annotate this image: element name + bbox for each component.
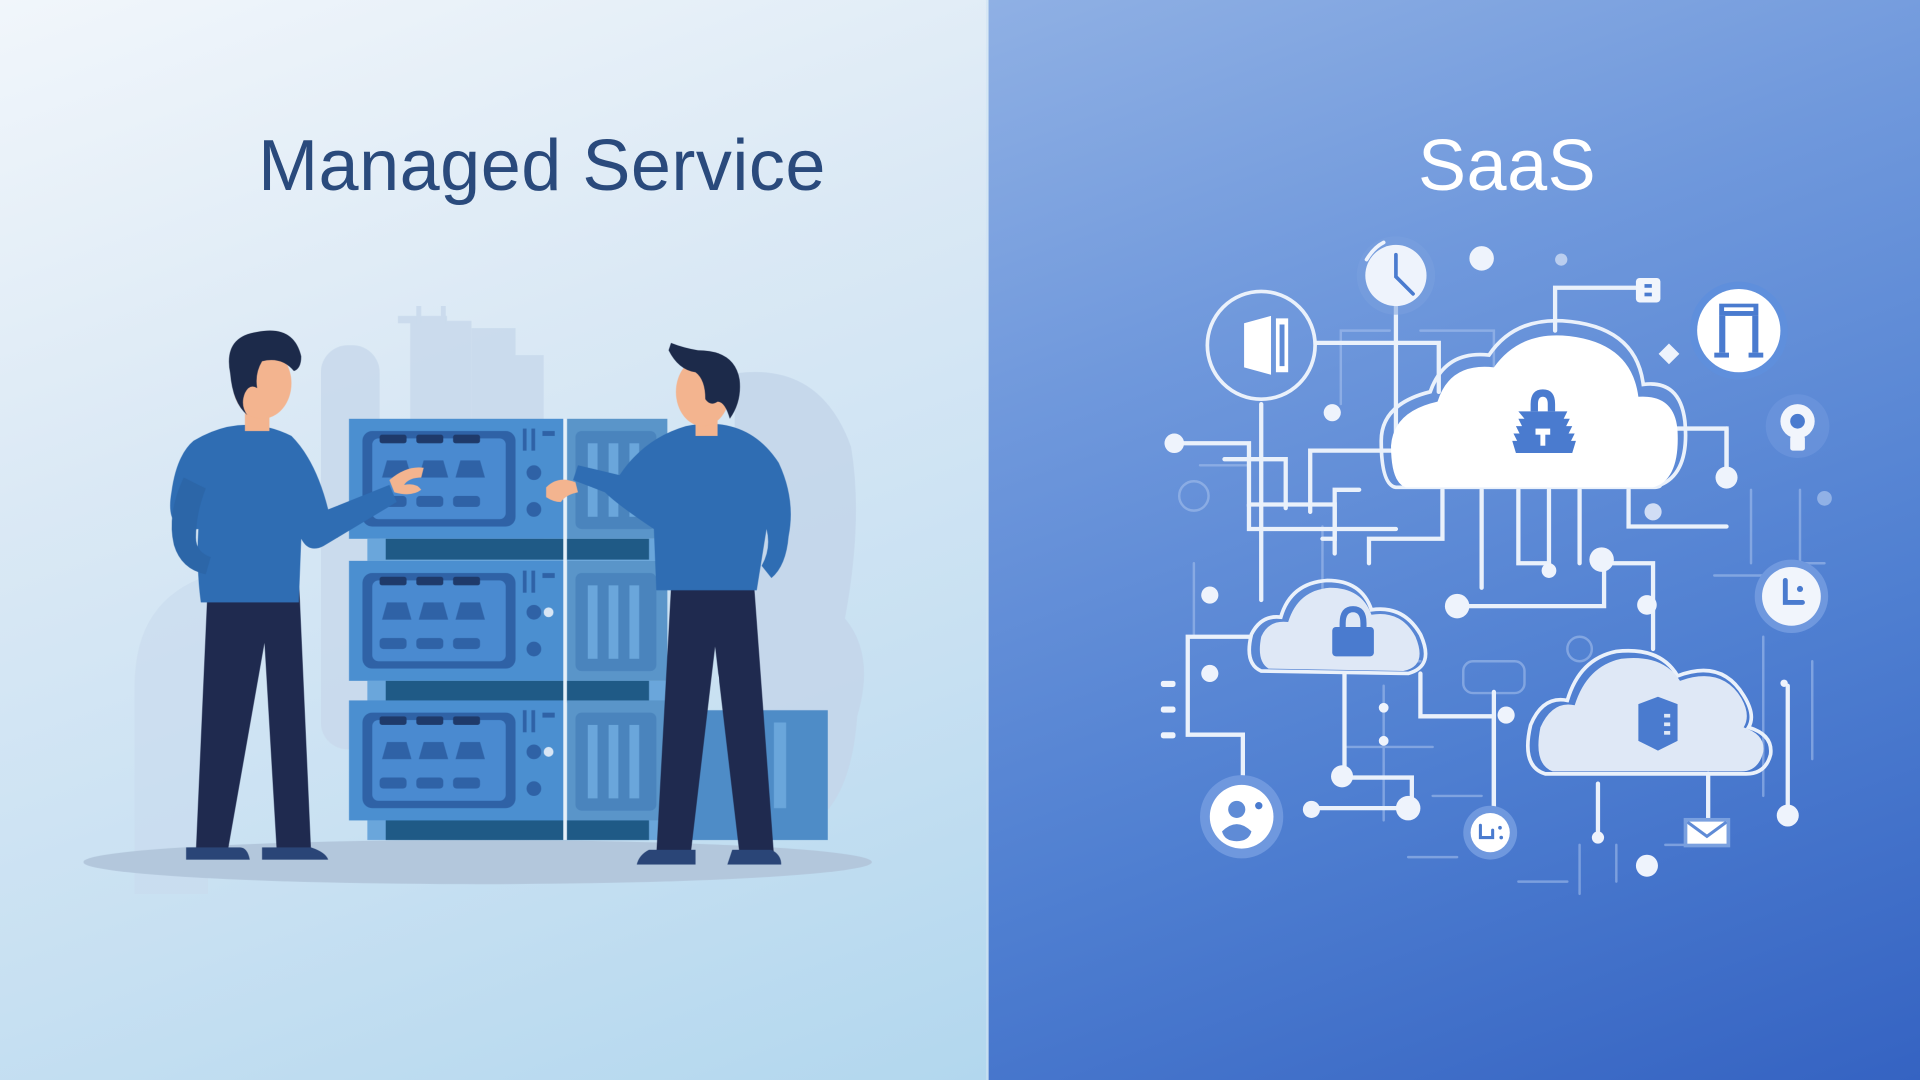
cloud-lock [1247, 578, 1428, 676]
user-icon [1200, 775, 1284, 859]
technician-right [546, 342, 791, 865]
server-unit-2 [348, 560, 668, 681]
server-unit-3 [348, 700, 668, 821]
cloud-server [1526, 648, 1773, 776]
technician-left [170, 330, 424, 860]
timer-icon [1754, 559, 1829, 634]
managed-service-illustration [83, 306, 872, 894]
saas-panel [988, 0, 1920, 1080]
usb-plug-icon [1635, 277, 1661, 303]
lock-icon [1512, 389, 1576, 454]
mail-icon [1683, 817, 1731, 848]
cloud-main [1379, 318, 1688, 490]
padlock-icon [1332, 606, 1374, 657]
panel-divider [986, 0, 989, 1080]
clock-icon [1356, 236, 1436, 315]
chat-icon [1463, 805, 1518, 860]
managed-service-title: Managed Service [258, 126, 826, 207]
saas-illustration [1160, 236, 1832, 896]
server-stand-icon [1689, 281, 1788, 380]
lightbulb-icon [1765, 394, 1832, 506]
circuit-nodes [1160, 246, 1799, 877]
saas-title: SaaS [1418, 126, 1597, 207]
server-icon [1638, 696, 1678, 751]
door-icon [1205, 289, 1317, 402]
